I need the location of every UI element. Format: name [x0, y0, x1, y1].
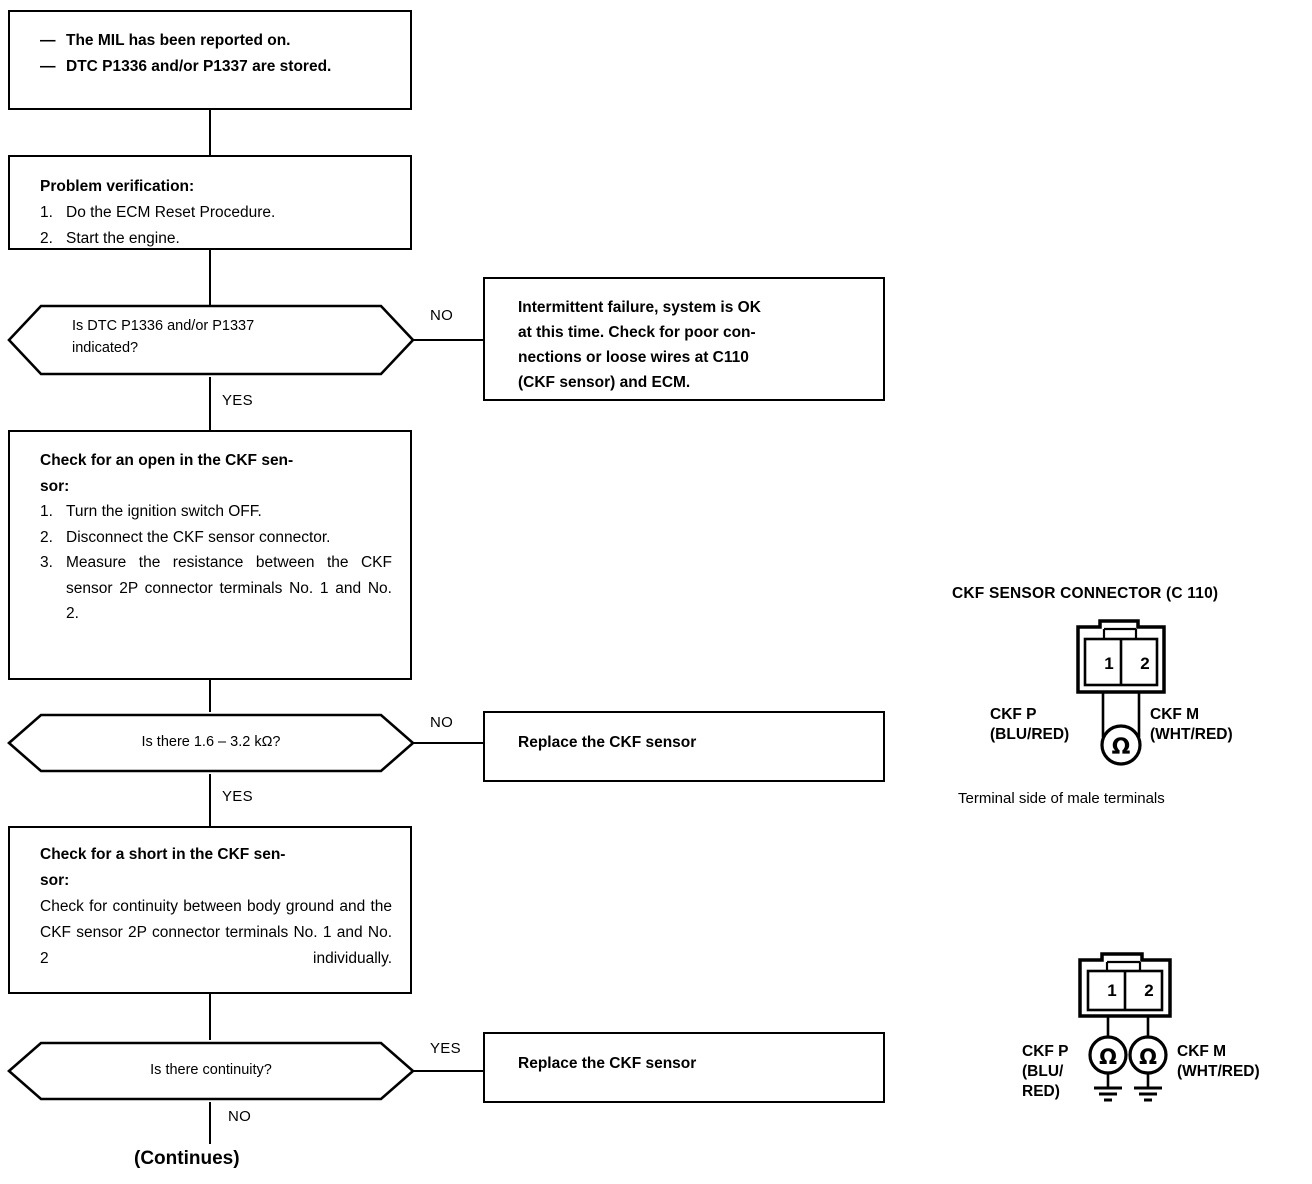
- continues-label: (Continues): [134, 1148, 240, 1169]
- decision-resistance-text: Is there 1.6 – 3.2 kΩ?: [141, 734, 281, 750]
- intermittent-text-line: Intermittent failure, system is OK: [518, 299, 761, 316]
- branch-line-no: [412, 339, 484, 341]
- branch-label-no: NO: [430, 307, 454, 324]
- step-number: 3.: [40, 554, 53, 571]
- replace-sensor-text-2: Replace the CKF sensor: [518, 1055, 697, 1072]
- step-text: Disconnect the CKF sensor connector.: [66, 528, 331, 546]
- branch-label-yes: YES: [222, 788, 253, 805]
- step-number: 1.: [40, 503, 53, 520]
- step-text: Turn the ignition switch OFF.: [66, 503, 262, 520]
- decision-dtc-text: Is DTC P1336 and/or P1337 indicated?: [72, 318, 255, 356]
- connector-line: [209, 774, 211, 826]
- check-open-heading-2: sor:: [40, 477, 70, 495]
- intermittent-failure-box: Intermittent failure, system is OK at th…: [483, 277, 885, 401]
- problem-verification-step: 1. Do the ECM Reset Procedure.: [40, 200, 400, 226]
- symptom-text-2: DTC P1336 and/or P1337 are stored.: [66, 58, 332, 75]
- symptom-box: — The MIL has been reported on. — DTC P1…: [8, 10, 412, 110]
- step-text: Do the ECM Reset Procedure.: [66, 204, 276, 221]
- terminal-number-2: 2: [1140, 654, 1150, 673]
- connector-line: [209, 377, 211, 430]
- step-text: Start the engine.: [66, 230, 180, 247]
- symptom-line-2: — DTC P1336 and/or P1337 are stored.: [40, 54, 398, 80]
- check-open-step: 3. Measure the resistance between the CK…: [40, 550, 392, 652]
- decision-resistance: Is there 1.6 – 3.2 kΩ?: [6, 712, 416, 774]
- illustration-title: CKF SENSOR CONNECTOR (C 110): [952, 585, 1219, 602]
- branch-label-yes: YES: [222, 392, 253, 409]
- replace-sensor-text-1: Replace the CKF sensor: [518, 734, 697, 751]
- check-open-box: Check for an open in the CKF sen- sor: 1…: [8, 430, 412, 680]
- check-open-heading-1: Check for an open in the CKF sen-: [40, 452, 294, 469]
- connector-label-ckf-m-lower: CKF M (WHT/RED): [1177, 1043, 1260, 1080]
- connector-line: [209, 110, 211, 155]
- check-short-heading-1: Check for a short in the CKF sen-: [40, 846, 286, 863]
- branch-label-no: NO: [430, 714, 454, 731]
- dash-bullet-icon: —: [40, 32, 56, 49]
- svg-text:Ω: Ω: [1099, 1045, 1117, 1069]
- decision-continuity-text: Is there continuity?: [150, 1062, 272, 1078]
- dash-bullet-icon: —: [40, 58, 56, 75]
- check-short-heading-2: sor:: [40, 872, 70, 889]
- branch-line-yes: [412, 1070, 484, 1072]
- connector-line: [209, 680, 211, 712]
- symptom-text-1: The MIL has been reported on.: [66, 32, 291, 49]
- intermittent-text-line: nections or loose wires at C110: [518, 349, 749, 366]
- terminal-number-2: 2: [1144, 981, 1154, 1000]
- svg-text:Ω: Ω: [1139, 1045, 1157, 1069]
- terminal-number-1: 1: [1107, 981, 1117, 1000]
- connector-label-ckf-m-upper: CKF M (WHT/RED): [1150, 706, 1233, 743]
- check-open-step: 1. Turn the ignition switch OFF.: [40, 499, 392, 525]
- symptom-line-1: — The MIL has been reported on.: [40, 28, 398, 54]
- decision-continuity: Is there continuity?: [6, 1040, 416, 1102]
- branch-label-no: NO: [228, 1108, 252, 1125]
- connector-line: [209, 1102, 211, 1144]
- illustration-caption: Terminal side of male terminals: [958, 790, 1165, 807]
- step-number: 2.: [40, 528, 53, 546]
- intermittent-text-line: at this time. Check for poor con-: [518, 324, 756, 341]
- problem-verification-step: 2. Start the engine.: [40, 226, 400, 252]
- connector-label-ckf-p-lower: CKF P (BLU/ RED): [1022, 1043, 1069, 1100]
- step-text: Measure the resistance between the CKF s…: [66, 554, 392, 622]
- intermittent-text-line: (CKF sensor) and ECM.: [518, 374, 691, 391]
- branch-label-yes: YES: [430, 1040, 461, 1057]
- replace-sensor-box-1: Replace the CKF sensor: [483, 711, 885, 782]
- connector-line: [209, 994, 211, 1040]
- step-number: 2.: [40, 230, 53, 247]
- problem-verification-box: Problem verification: 1. Do the ECM Rese…: [8, 155, 412, 250]
- branch-line-no: [412, 742, 484, 744]
- check-open-step: 2. Disconnect the CKF sensor connector.: [40, 525, 392, 551]
- decision-dtc-indicated: Is DTC P1336 and/or P1337 indicated?: [6, 303, 416, 377]
- connector-diagram-lower: Ω Ω 1 2: [1062, 948, 1212, 1108]
- replace-sensor-box-2: Replace the CKF sensor: [483, 1032, 885, 1103]
- connector-label-ckf-p-upper: CKF P (BLU/RED): [990, 706, 1070, 743]
- terminal-number-1: 1: [1104, 654, 1114, 673]
- check-short-box: Check for a short in the CKF sen- sor: C…: [8, 826, 412, 994]
- connector-line: [209, 250, 211, 305]
- step-number: 1.: [40, 204, 53, 221]
- problem-verification-heading: Problem verification:: [40, 178, 195, 195]
- check-short-body: Check for continuity between body ground…: [40, 898, 392, 967]
- connector-diagram-upper: Ω 1 2: [1060, 615, 1200, 785]
- svg-text:Ω: Ω: [1112, 735, 1131, 760]
